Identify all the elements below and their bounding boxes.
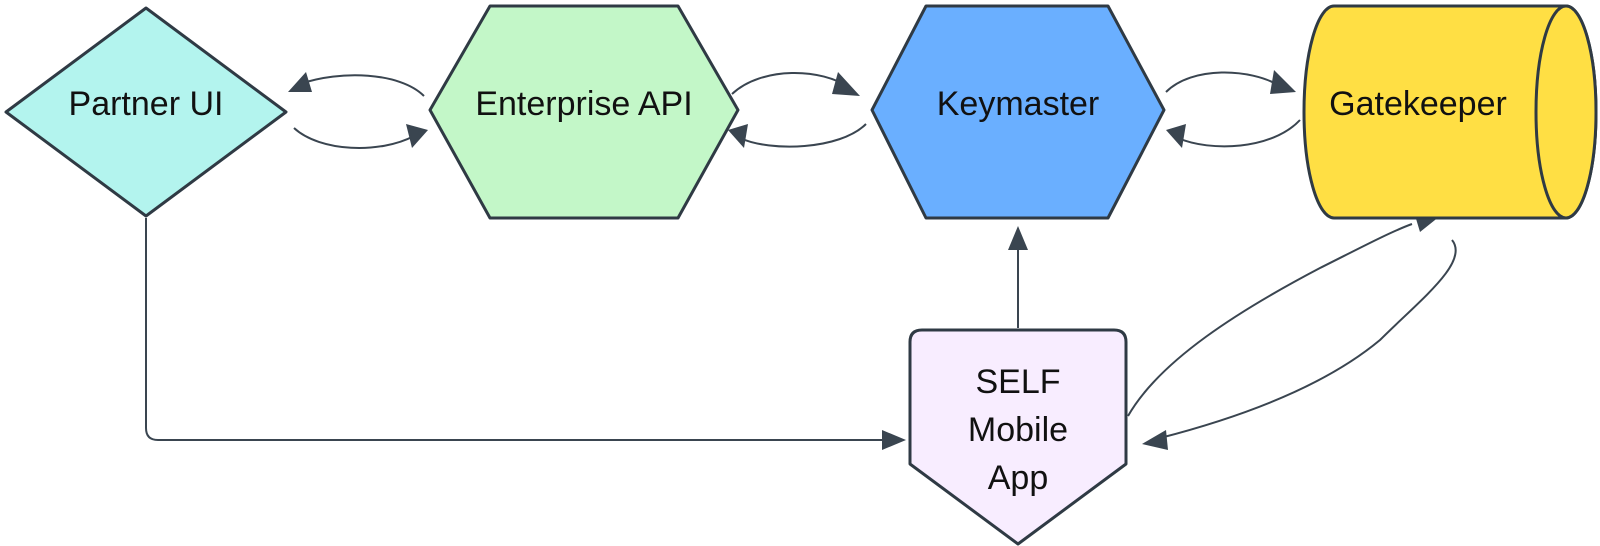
arrowhead [1270,70,1296,94]
arrowhead [406,124,428,148]
partner-ui-label: Partner UI [69,85,224,123]
arrowhead [1008,226,1028,250]
enterprise-api-label: Enterprise API [475,85,692,123]
edge-keymaster-to-gatekeeper [1165,71,1281,93]
arrowhead [1166,124,1186,148]
keymaster-label: Keymaster [937,85,1100,123]
edge-partner-ui-to-self-mobile-app [145,218,888,441]
edge-partner-ui-to-enterprise-api [293,127,415,149]
self-mobile-app-shape [908,328,1128,546]
node-keymaster: Keymaster [870,4,1166,220]
self-mobile-app-label-line-2: Mobile [968,411,1068,449]
self-mobile-app-label-line-1: SELF [975,363,1060,401]
arrowhead [728,124,748,148]
node-enterprise-api: Enterprise API [428,4,740,220]
edge-self-mobile-app-to-gatekeeper [1127,223,1413,417]
edge-enterprise-api-to-partner-ui [299,74,425,97]
edge-gatekeeper-to-self-mobile-app [1159,239,1457,439]
edge-gatekeeper-to-keymaster [1177,119,1301,148]
edge-enterprise-api-to-keymaster [731,72,851,95]
node-partner-ui: Partner UI [4,6,288,218]
edge-keymaster-to-enterprise-api [739,123,867,148]
partner-ui-shape [4,6,288,218]
arrowhead [1142,430,1168,450]
arrowhead [832,72,860,96]
gatekeeper-label: Gatekeeper [1329,85,1507,123]
arrowhead [288,72,312,92]
arrowhead [882,430,906,450]
self-mobile-app-label-line-3: App [988,459,1049,497]
edges [145,70,1457,450]
gatekeeper-cylinder-cap [1534,4,1598,220]
enterprise-api-shape [428,4,740,220]
node-gatekeeper: Gatekeeper [1302,4,1598,220]
node-self-mobile-app: SELF Mobile App [908,328,1128,546]
keymaster-shape [870,4,1166,220]
